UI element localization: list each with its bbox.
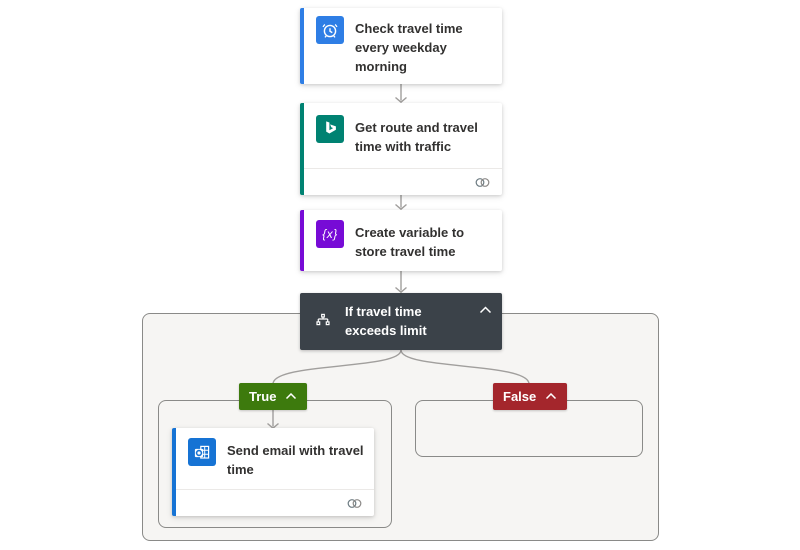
action-card-send-email[interactable]: Send email with travel time [172,428,374,516]
card-title: Get route and travel time with traffic [355,120,478,154]
false-label: False [503,389,537,404]
branch-fork-connector [230,349,570,384]
condition-card[interactable]: If travel time exceeds limit [300,293,502,350]
connector-arrow [393,84,409,103]
connector-arrow [393,270,409,293]
bing-maps-icon [316,115,344,143]
card-footer [304,168,502,195]
collapse-chevron-icon[interactable] [479,306,492,314]
false-branch-badge[interactable]: False [493,383,568,410]
alarm-clock-icon [316,16,344,44]
collapse-chevron-icon[interactable] [545,393,557,400]
connector-arrow [265,410,281,429]
card-title: Check travel time every weekday morning [355,21,463,74]
trigger-card-check-travel-time[interactable]: Check travel time every weekday morning [300,8,502,84]
true-branch-badge[interactable]: True [239,383,308,410]
condition-sitemap-icon [313,311,333,331]
variable-icon: {x} [316,220,344,248]
outlook-icon [188,438,216,466]
collapse-chevron-icon[interactable] [285,393,297,400]
connector-arrow [393,193,409,210]
card-title: Send email with travel time [227,443,364,477]
card-footer [176,489,374,516]
action-card-create-variable[interactable]: {x} Create variable to store travel time [300,210,502,271]
action-card-get-route[interactable]: Get route and travel time with traffic [300,103,502,195]
card-title: Create variable to store travel time [355,225,465,259]
true-label: True [249,389,277,404]
condition-title: If travel time exceeds limit [345,304,427,338]
connection-icon [345,497,364,510]
connection-icon [473,176,492,189]
